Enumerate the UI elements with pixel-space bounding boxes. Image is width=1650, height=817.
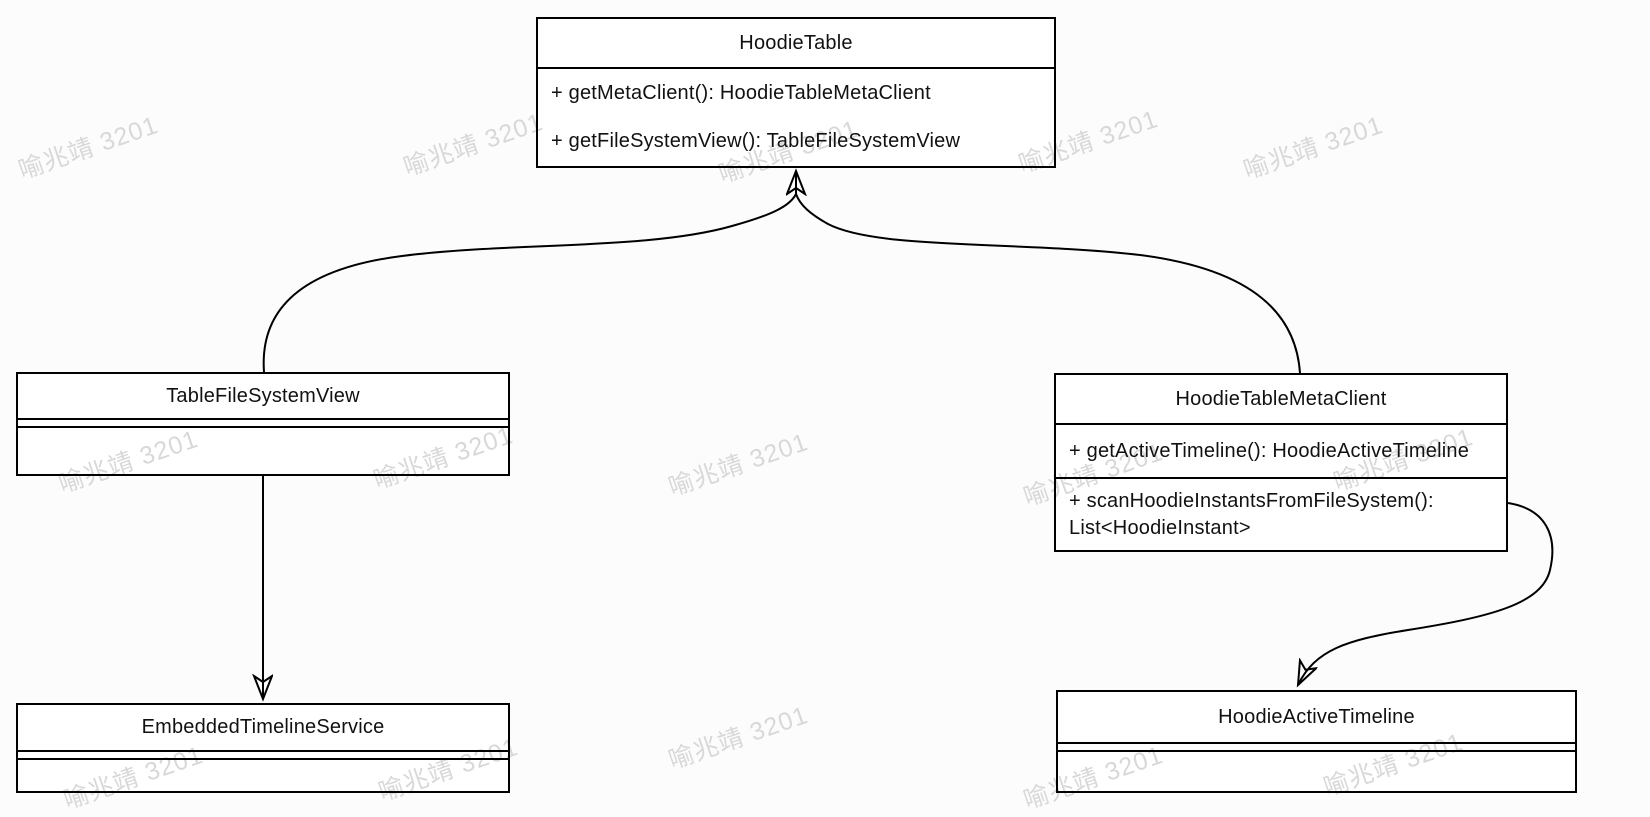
method-scanhoodieinstants: + scanHoodieInstantsFromFileSystem(): Li… (1069, 489, 1434, 539)
method-compartment: + scanHoodieInstantsFromFileSystem(): Li… (1056, 479, 1506, 550)
method-getfilesystemview: + getFileSystemView(): TableFileSystemVi… (551, 130, 961, 153)
class-title: TableFileSystemView (18, 374, 508, 420)
methods-compartment-empty (18, 760, 508, 789)
class-title: EmbeddedTimelineService (18, 705, 508, 752)
class-tablefilesystemview[interactable]: TableFileSystemView (16, 372, 510, 476)
class-embeddedtimelineservice[interactable]: EmbeddedTimelineService (16, 703, 510, 793)
attributes-compartment-empty (18, 420, 508, 428)
class-title: HoodieTable (538, 19, 1054, 69)
class-hoodieactivetimeline[interactable]: HoodieActiveTimeline (1056, 690, 1577, 793)
class-title: HoodieTableMetaClient (1056, 375, 1506, 425)
edge-hoodietablemetaclient-to-hoodieactivetimeline (1298, 502, 1554, 685)
class-methods: + getMetaClient(): HoodieTableMetaClient… (538, 69, 1054, 166)
class-hoodietable[interactable]: HoodieTable + getMetaClient(): HoodieTab… (536, 17, 1056, 168)
methods-compartment-empty (18, 428, 508, 472)
methods-compartment-empty (1058, 752, 1575, 789)
attributes-compartment-empty (18, 752, 508, 760)
method-getmetaclient: + getMetaClient(): HoodieTableMetaClient (551, 81, 931, 104)
method-getactivetimeline: + getActiveTimeline(): HoodieActiveTimel… (1069, 439, 1470, 462)
edge-hoodietablemetaclient-to-hoodietable (795, 193, 1301, 374)
attributes-compartment-empty (1058, 744, 1575, 752)
class-title: HoodieActiveTimeline (1058, 692, 1575, 744)
class-hoodietablemetaclient[interactable]: HoodieTableMetaClient + getActiveTimelin… (1054, 373, 1508, 552)
edge-tablefilesystemview-to-hoodietable (262, 193, 797, 373)
method-compartment: + getActiveTimeline(): HoodieActiveTimel… (1056, 425, 1506, 479)
